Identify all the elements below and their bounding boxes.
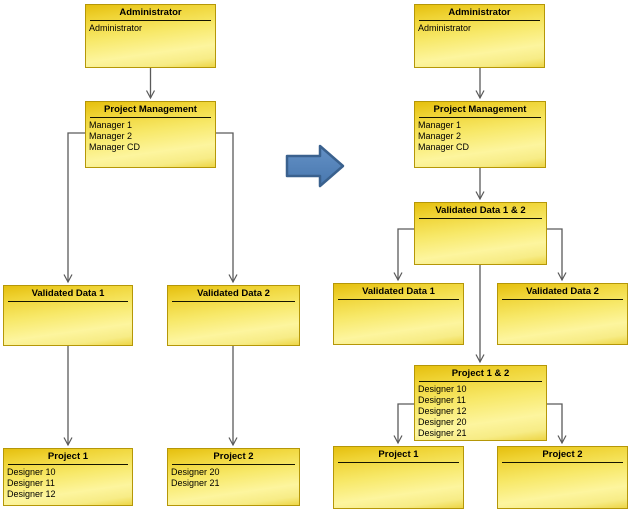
- node-right-validated-data-1: Validated Data 1: [333, 283, 464, 345]
- node-right-project-1-2: Project 1 & 2 Designer 10 Designer 11 De…: [414, 365, 547, 441]
- node-title: Project 2: [213, 451, 254, 462]
- node-left-project-2: Project 2 Designer 20 Designer 21: [167, 448, 300, 506]
- node-title: Project Management: [104, 104, 197, 115]
- node-members: [498, 464, 627, 465]
- node-members: Designer 10 Designer 11 Designer 12: [4, 466, 132, 500]
- node-title: Project 1: [378, 449, 419, 460]
- member: Designer 12: [418, 406, 467, 416]
- title-underline: [172, 301, 295, 302]
- node-members: Designer 20 Designer 21: [168, 466, 299, 489]
- node-right-project-2: Project 2: [497, 446, 628, 509]
- title-underline: [502, 299, 623, 300]
- node-left-administrator: Administrator Administrator: [85, 4, 216, 68]
- title-underline: [8, 464, 128, 465]
- title-underline: [8, 301, 128, 302]
- node-members: Manager 1 Manager 2 Manager CD: [86, 119, 215, 153]
- node-right-project-management: Project Management Manager 1 Manager 2 M…: [414, 101, 546, 168]
- node-right-administrator: Administrator Administrator: [414, 4, 545, 68]
- member: Designer 11: [418, 395, 466, 405]
- connector-right-p12-to-p2: [547, 403, 567, 445]
- title-underline: [419, 218, 542, 219]
- node-members: [334, 301, 463, 302]
- connector-right-p12-to-p1: [393, 403, 414, 445]
- title-underline: [419, 117, 541, 118]
- node-members: Manager 1 Manager 2 Manager CD: [415, 119, 545, 153]
- node-right-validated-data-1-2: Validated Data 1 & 2: [414, 202, 547, 265]
- node-members: [4, 303, 132, 304]
- node-right-validated-data-2: Validated Data 2: [497, 283, 628, 345]
- connector-left-pm-to-vd2: [216, 132, 238, 284]
- connector-right-vd12-to-vd1: [393, 228, 414, 282]
- title-underline: [502, 462, 623, 463]
- node-members: [334, 464, 463, 465]
- node-title: Validated Data 2: [197, 288, 270, 299]
- node-left-project-management: Project Management Manager 1 Manager 2 M…: [85, 101, 216, 168]
- member: Manager 1: [418, 120, 462, 130]
- title-underline: [90, 20, 211, 21]
- node-title: Validated Data 1: [362, 286, 435, 297]
- member: Designer 12: [7, 489, 56, 499]
- node-title: Administrator: [119, 7, 182, 18]
- member: Manager 2: [89, 131, 133, 141]
- node-left-validated-data-1: Validated Data 1: [3, 285, 133, 346]
- title-underline: [338, 462, 459, 463]
- node-members: Administrator: [86, 22, 215, 34]
- node-left-project-1: Project 1 Designer 10 Designer 11 Design…: [3, 448, 133, 506]
- node-title: Project Management: [433, 104, 527, 115]
- member: Designer 10: [418, 384, 467, 394]
- node-title: Validated Data 1 & 2: [435, 205, 526, 216]
- node-title: Validated Data 1: [31, 288, 105, 299]
- title-underline: [419, 20, 540, 21]
- member: Manager 1: [89, 120, 133, 130]
- title-underline: [338, 299, 459, 300]
- member: Administrator: [89, 23, 143, 33]
- member: Manager CD: [418, 142, 470, 152]
- node-left-validated-data-2: Validated Data 2: [167, 285, 300, 346]
- node-title: Validated Data 2: [526, 286, 599, 297]
- member: Manager 2: [418, 131, 462, 141]
- title-underline: [172, 464, 295, 465]
- connector-right-vd12-to-vd2: [547, 228, 567, 282]
- member: Manager CD: [89, 142, 141, 152]
- node-members: Administrator: [415, 22, 544, 34]
- member: Designer 11: [7, 478, 55, 488]
- node-title: Project 1 & 2: [451, 368, 510, 379]
- node-members: Designer 10 Designer 11 Designer 12 Desi…: [415, 383, 546, 439]
- member: Designer 10: [7, 467, 56, 477]
- member: Administrator: [418, 23, 472, 33]
- node-members: [498, 301, 627, 302]
- member: Designer 21: [171, 478, 220, 488]
- node-members: [168, 303, 299, 304]
- node-title: Administrator: [448, 7, 511, 18]
- node-title: Project 1: [47, 451, 89, 462]
- node-right-project-1: Project 1: [333, 446, 464, 509]
- connector-left-pm-to-vd1: [63, 132, 85, 284]
- node-members: [415, 220, 546, 221]
- member: Designer 21: [418, 428, 467, 438]
- node-title: Project 2: [542, 449, 583, 460]
- transform-arrow-icon: [285, 144, 345, 188]
- member: Designer 20: [418, 417, 467, 427]
- title-underline: [419, 381, 542, 382]
- member: Designer 20: [171, 467, 220, 477]
- title-underline: [90, 117, 211, 118]
